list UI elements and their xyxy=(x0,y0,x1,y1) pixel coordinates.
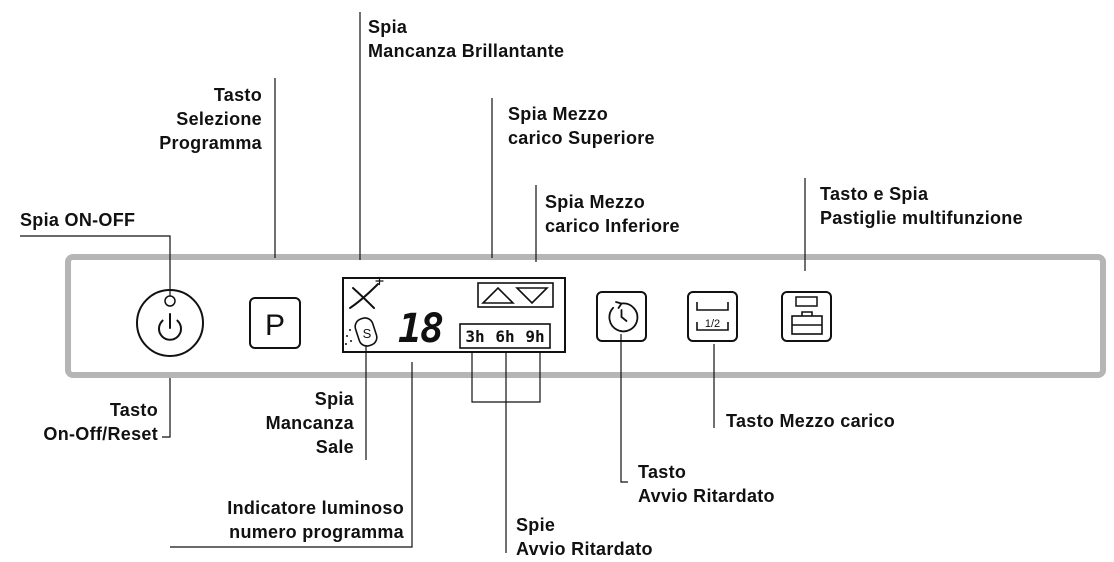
upper-half-triangle-icon xyxy=(481,286,515,304)
label-line: Spia Mezzo xyxy=(545,192,646,212)
rinse-aid-icon xyxy=(349,276,384,309)
label-line: Tasto e Spia xyxy=(820,184,929,204)
power-icon xyxy=(158,313,182,341)
tablet-icon xyxy=(791,311,823,335)
leader-delay-key xyxy=(620,334,628,483)
label-line: Indicatore luminoso xyxy=(227,498,404,518)
clock-icon xyxy=(608,301,639,333)
label-line: carico Superiore xyxy=(508,128,655,148)
label-line: On-Off/Reset xyxy=(43,424,158,444)
label-line: Tasto xyxy=(638,462,687,482)
label-line: Sale xyxy=(315,437,354,457)
label-line: Tasto Mezzo carico xyxy=(726,411,896,431)
half-load-top-bracket-icon xyxy=(696,302,729,311)
label-line: Spia xyxy=(314,389,354,409)
delay-option-6h: 6h xyxy=(495,327,514,346)
half-load-bottom-bracket-icon xyxy=(696,322,729,331)
label-salt-light: Spia Mancanza Sale xyxy=(266,387,354,459)
label-upper-half-load-light: Spia Mezzo carico Superiore xyxy=(508,102,655,150)
leader-on-off-key xyxy=(162,378,171,438)
delay-indicator-box xyxy=(459,323,551,349)
program-display: S 18 3h 6h 9h xyxy=(342,276,566,353)
label-lower-half-load-light: Spia Mezzo carico Inferiore xyxy=(545,190,680,238)
label-line: Spie xyxy=(516,515,556,535)
label-on-off-reset-key: Tasto On-Off/Reset xyxy=(43,398,158,446)
program-select-button[interactable]: P xyxy=(249,297,301,349)
label-half-load-key: Tasto Mezzo carico xyxy=(726,409,895,433)
label-line: Pastiglie multifunzione xyxy=(820,208,1023,228)
salt-icon: S xyxy=(345,317,378,347)
half-load-button[interactable]: 1/2 xyxy=(687,291,738,342)
label-line: Programma xyxy=(159,133,262,153)
label-line: Mancanza xyxy=(265,413,354,433)
half-load-fraction: 1/2 xyxy=(705,318,720,330)
label-line: Avvio Ritardato xyxy=(638,486,775,506)
program-number-digits: 18 xyxy=(398,306,443,352)
label-line: Selezione xyxy=(176,109,262,129)
label-line: Spia Mezzo xyxy=(508,104,609,124)
label-line: numero programma xyxy=(229,522,404,542)
label-program-number-indicator: Indicatore luminoso numero programma xyxy=(227,496,404,544)
label-line: Tasto xyxy=(109,400,158,420)
power-button[interactable] xyxy=(136,289,204,357)
label-line: Tasto xyxy=(213,85,262,105)
leader-program-number xyxy=(170,362,413,548)
tablet-indicator-light xyxy=(795,296,818,307)
label-on-off-light: Spia ON-OFF xyxy=(20,208,135,232)
label-line: Mancanza Brillantante xyxy=(368,41,565,61)
delay-option-3h: 3h xyxy=(465,327,484,346)
leader-on-off-light xyxy=(20,235,171,296)
label-line: Spia xyxy=(368,17,408,37)
delay-option-9h: 9h xyxy=(525,327,544,346)
label-delay-start-key: Tasto Avvio Ritardato xyxy=(638,460,775,508)
label-line: Spia ON-OFF xyxy=(20,210,136,230)
label-program-select-key: Tasto Selezione Programma xyxy=(159,83,262,155)
label-line: Avvio Ritardato xyxy=(516,539,653,559)
label-rinse-aid-light: Spia Mancanza Brillantante xyxy=(368,15,564,63)
label-multifunction-tablets: Tasto e Spia Pastiglie multifunzione xyxy=(820,182,1023,230)
label-line: carico Inferiore xyxy=(545,216,680,236)
program-key-letter: P xyxy=(265,309,285,342)
multifunction-tablet-button[interactable] xyxy=(781,291,832,342)
panel-frame xyxy=(65,254,1106,378)
leader-lines xyxy=(20,12,806,553)
delay-start-button[interactable] xyxy=(596,291,647,342)
lower-half-triangle-icon xyxy=(515,287,549,305)
label-delay-start-lights: Spie Avvio Ritardato xyxy=(516,513,653,561)
power-indicator-light xyxy=(164,295,176,307)
salt-symbol: S xyxy=(363,326,372,341)
